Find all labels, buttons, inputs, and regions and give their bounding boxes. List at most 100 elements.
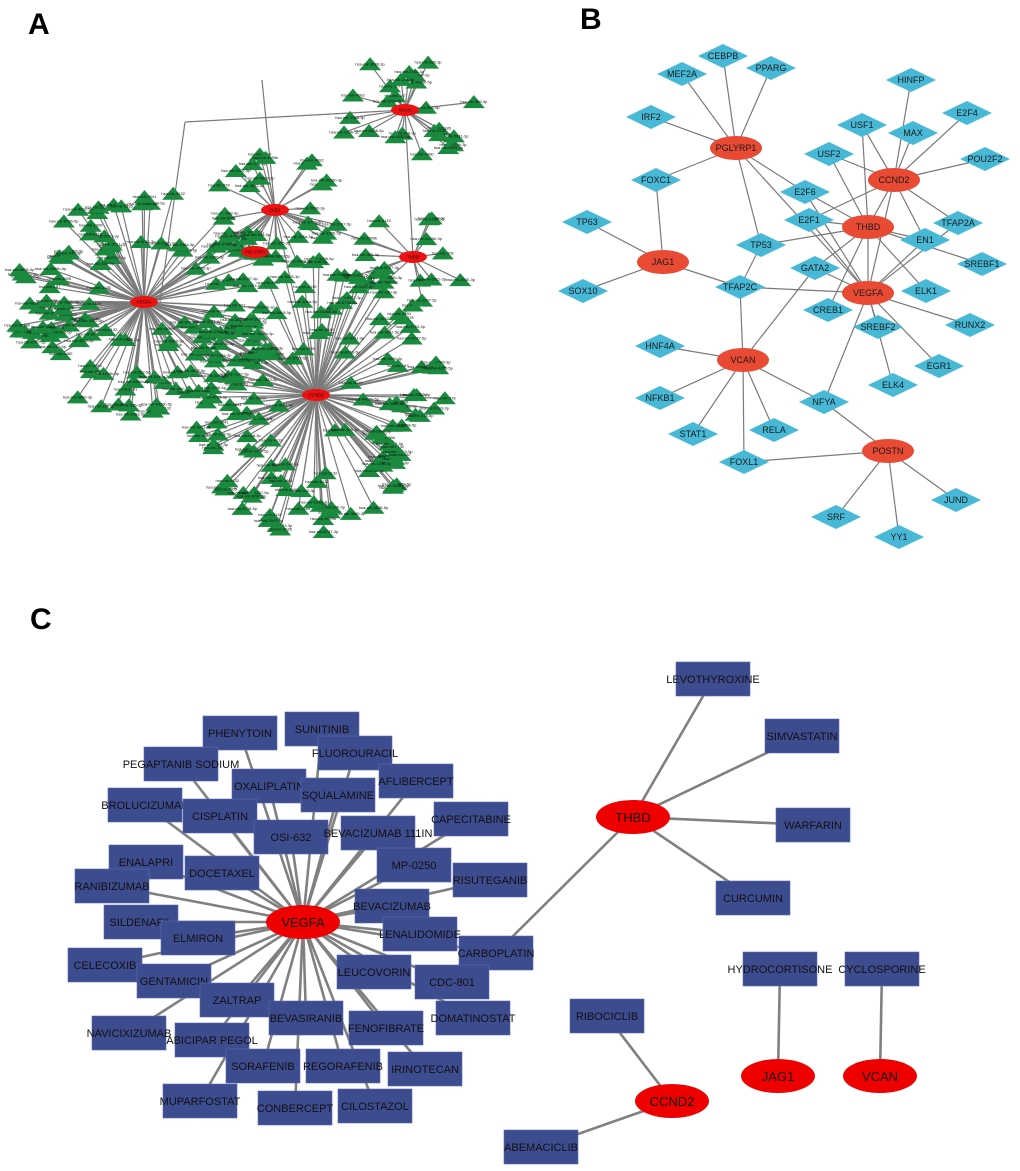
mirna-edge bbox=[97, 207, 145, 303]
mirna-node bbox=[248, 171, 271, 185]
mirna-label: hsa-mir-4763-3p bbox=[215, 234, 245, 239]
gene-node-jag1 bbox=[741, 1059, 815, 1093]
mirna-node bbox=[369, 312, 392, 326]
mirna-edge bbox=[315, 394, 324, 520]
mirna-label: hsa-mir-6736-5p bbox=[136, 201, 166, 206]
mirna-edge bbox=[143, 203, 151, 303]
mirna-label: hsa-mir-3941 bbox=[225, 381, 249, 386]
gene-label-ccnd2: CCND2 bbox=[650, 1094, 695, 1109]
mirna-label: hsa-mir-4632-5p bbox=[381, 134, 411, 139]
mirna-label: hsa-mir-218-5p bbox=[214, 241, 242, 246]
mirna-label: hsa-mir-548-3p bbox=[239, 161, 267, 166]
mirna-edge bbox=[315, 302, 343, 396]
mirna-node bbox=[376, 351, 399, 365]
mirna-label: hsa-mir-3680-3p bbox=[355, 61, 385, 66]
mirna-label: hsa-mir-4436b-5p bbox=[401, 80, 433, 85]
mirna-label: hsa-mir-365-3p bbox=[331, 427, 359, 432]
mirna-label: hsa-mir-4632-5p bbox=[63, 207, 93, 212]
mirna-label: hsa-mir-4763-3p bbox=[394, 69, 424, 74]
mirna-label: hsa-mir-3185 bbox=[268, 527, 292, 532]
mirna-label: hsa-mir-567 bbox=[224, 303, 246, 308]
mirna-label: hsa-mir-4632-5p bbox=[370, 330, 400, 335]
mirna-label: hsa-mir-335-3p bbox=[85, 204, 113, 209]
tf-label-elk1: ELK1 bbox=[915, 286, 937, 296]
mirna-label: hsa-mir-552-5p bbox=[342, 273, 370, 278]
mirna-label: hsa-mir-365-3p bbox=[460, 99, 488, 104]
tf-node-srebf2 bbox=[853, 315, 903, 339]
mirna-node bbox=[462, 95, 485, 109]
mirna-label: hsa-mir-1905 bbox=[292, 346, 316, 351]
mirna-edge bbox=[264, 157, 276, 211]
mirna-node bbox=[49, 347, 72, 361]
mirna-node bbox=[39, 262, 62, 276]
mirna-label: hsa-mir-5787-5p bbox=[228, 276, 258, 281]
drug-label-muparfostat: MUPARFOSTAT bbox=[160, 1096, 241, 1108]
mirna-node bbox=[131, 197, 154, 211]
hub-node-pglyrp1 bbox=[241, 246, 269, 258]
mirna-node bbox=[212, 211, 235, 225]
mirna-node bbox=[210, 237, 233, 251]
mirna-node bbox=[6, 318, 29, 332]
mirna-label: hsa-mir-4119 bbox=[235, 410, 259, 415]
mirna-node bbox=[333, 125, 356, 139]
mirna-label: hsa-mir-4763-3p bbox=[99, 202, 129, 207]
mirna-label: hsa-mir-548-3p bbox=[211, 211, 239, 216]
mirna-node bbox=[179, 363, 202, 377]
mirna-label: hsa-mir-23b-3p bbox=[440, 142, 468, 147]
hub-link-edge bbox=[274, 209, 414, 258]
mirna-edge bbox=[143, 301, 165, 384]
mirna-label: hsa-mir-6787-3p bbox=[370, 265, 400, 270]
mirna-node bbox=[223, 367, 246, 381]
tf-label-e2f6: E2F6 bbox=[794, 187, 816, 197]
hub-label-vcan: VCAN bbox=[399, 108, 412, 113]
mirna-node bbox=[400, 331, 423, 345]
mirna-node bbox=[151, 321, 174, 335]
mirna-node bbox=[269, 473, 292, 487]
mirna-label: hsa-mir-5787-5p bbox=[323, 272, 353, 277]
mirna-node bbox=[359, 57, 382, 71]
mirna-label: hsa-mir-548-3p bbox=[272, 461, 300, 466]
tf-label-pparg: PPARG bbox=[756, 63, 787, 73]
mirna-node bbox=[184, 261, 207, 275]
drug-label-pegaptanib-sodium: PEGAPTANIB SODIUM bbox=[123, 759, 240, 771]
gene-node-postn bbox=[862, 439, 914, 463]
mirna-node bbox=[423, 401, 446, 415]
drug-node-pegaptanib-sodium bbox=[143, 746, 219, 782]
mirna-edge bbox=[120, 206, 145, 303]
mirna-node bbox=[20, 335, 43, 349]
mirna-label: hsa-mir-6736-5p bbox=[228, 506, 258, 511]
mirna-node bbox=[410, 147, 433, 161]
mirna-label: hsa-mir-3680-3p bbox=[336, 511, 366, 516]
mirna-label: hsa-mir-378 bbox=[434, 395, 456, 400]
mirna-label: hsa-mir-548-3p bbox=[300, 259, 328, 264]
mirna-node bbox=[238, 179, 261, 193]
mirna-label: hsa-mir-7843-5p bbox=[282, 259, 312, 264]
mirna-label: hsa-mir-6132 bbox=[94, 327, 118, 332]
tf-gene-edge bbox=[887, 450, 900, 538]
tf-label-runx2: RUNX2 bbox=[955, 320, 986, 330]
mirna-label: hsa-mir-4480 bbox=[57, 323, 81, 328]
mirna-label: hsa-mir-218-5p bbox=[204, 431, 232, 436]
mirna-node bbox=[311, 322, 334, 336]
tf-node-e2f6 bbox=[780, 180, 830, 204]
mirna-label: hsa-mir-365-3p bbox=[256, 346, 284, 351]
tf-node-tp53 bbox=[736, 233, 786, 257]
mirna-node bbox=[79, 227, 102, 241]
tf-gene-edge bbox=[742, 359, 745, 463]
hub-link-edge bbox=[274, 209, 317, 396]
mirna-node bbox=[52, 214, 75, 228]
drug-label-abemaciclib: ABEMACICLIB bbox=[504, 1142, 578, 1154]
drug-node-cdc-801 bbox=[414, 964, 490, 1000]
mirna-node bbox=[77, 314, 100, 328]
mirna-node bbox=[265, 306, 288, 320]
mirna-label: hsa-mir-23b-3p bbox=[88, 403, 116, 408]
drug-label-irinotecan: IRINOTECAN bbox=[391, 1064, 459, 1076]
mirna-label: hsa-mir-187 bbox=[52, 306, 74, 311]
mirna-label: hsa-mir-106a-3p bbox=[299, 499, 329, 504]
mirna-edge bbox=[143, 213, 226, 303]
mirna-label: hsa-mir-4682 bbox=[300, 157, 324, 162]
gene-label-postn: POSTN bbox=[872, 446, 903, 456]
drug-label-enalapri: ENALAPRI bbox=[119, 857, 173, 869]
mirna-node bbox=[302, 255, 325, 269]
mirna-label: hsa-mir-4436b-5p bbox=[118, 379, 150, 384]
